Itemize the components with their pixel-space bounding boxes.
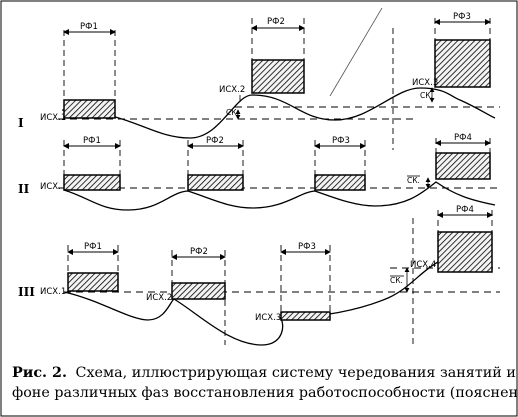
row-1-mid-label-2: ИСХ.3 <box>412 78 438 88</box>
row-3-work-block-1 <box>67 272 119 292</box>
row-1-work-block-1 <box>63 99 116 119</box>
row-1-work-block-2 <box>251 59 305 94</box>
row-3-phase-3-label: РФ3 <box>298 242 316 252</box>
row-1-work-block-3 <box>434 39 491 88</box>
row-2-work-block-1 <box>63 174 121 191</box>
row-1-phase-3-label: РФ3 <box>453 12 471 22</box>
row-3-phase-1-label: РФ1 <box>84 242 102 252</box>
row-3-work-block-3 <box>280 311 331 321</box>
svg-text:Рис. 2. Схема, иллюстрир: Рис. 2. Схема, иллюстрирующая систему че… <box>12 365 518 381</box>
row-1-numeral: I <box>18 116 24 130</box>
row-3-mid-label-3: ИСХ.4 <box>410 260 436 270</box>
row-3-phase-4-label: РФ4 <box>456 205 474 215</box>
row-1-start-label: ИСХ.1 <box>40 113 66 123</box>
row-2-start-label: ИСХ. <box>40 182 61 192</box>
row-3-mid-label-1: ИСХ.2 <box>146 293 172 303</box>
row-3: III ИСХ.1 РФ1 РФ2 РФ3 РФ4 ИСХ.2 ИСХ.3 ИС… <box>18 205 500 346</box>
row-2-phase-1-label: РФ1 <box>83 136 101 146</box>
row-3-sk-label-1: СК. <box>390 276 403 285</box>
row-2-phase-3-label: РФ3 <box>332 136 350 146</box>
row-3-work-block-2 <box>171 282 226 300</box>
row-3-curve <box>63 261 439 346</box>
stray-line <box>329 7 383 97</box>
row-2-work-block-2 <box>187 174 244 191</box>
row-2-numeral: II <box>18 182 30 196</box>
row-1-curve <box>61 87 496 139</box>
row-1-sk-label-1: СК. <box>226 108 239 117</box>
row-2-sk-label-1: СК. <box>407 176 420 185</box>
row-3-numeral: III <box>18 285 35 299</box>
row-2-curve <box>63 181 496 211</box>
caption-line-2: фоне различных фаз восстановления работо… <box>12 385 518 401</box>
row-3-mid-label-2: ИСХ.3 <box>255 313 281 323</box>
row-2-work-block-4 <box>435 152 491 180</box>
row-1: I ИСХ.1 РФ1 РФ2 РФ3 ИСХ.2 СК. ИСХ. <box>18 7 500 150</box>
row-1-sk-label-2: СК. <box>420 91 433 100</box>
caption-prefix: Рис. 2. <box>12 365 67 381</box>
row-2: II ИСХ. РФ1 РФ2 РФ3 РФ4 СК. <box>18 133 500 211</box>
row-3-phase-2-label: РФ2 <box>190 247 208 257</box>
row-1-mid-label-1: ИСХ.2 <box>219 85 245 95</box>
row-2-work-block-3 <box>314 174 366 191</box>
row-3-start-label: ИСХ.1 <box>40 287 66 297</box>
caption: Рис. 2. Схема, иллюстрирующая систему че… <box>12 365 518 401</box>
caption-line-1: Схема, иллюстрирующая систему чередовани… <box>76 365 518 381</box>
row-2-phase-4-label: РФ4 <box>454 133 472 143</box>
row-3-work-block-4 <box>437 231 493 273</box>
row-1-phase-2-label: РФ2 <box>267 17 285 27</box>
row-2-phase-2-label: РФ2 <box>206 136 224 146</box>
row-1-phase-1-label: РФ1 <box>80 22 98 32</box>
